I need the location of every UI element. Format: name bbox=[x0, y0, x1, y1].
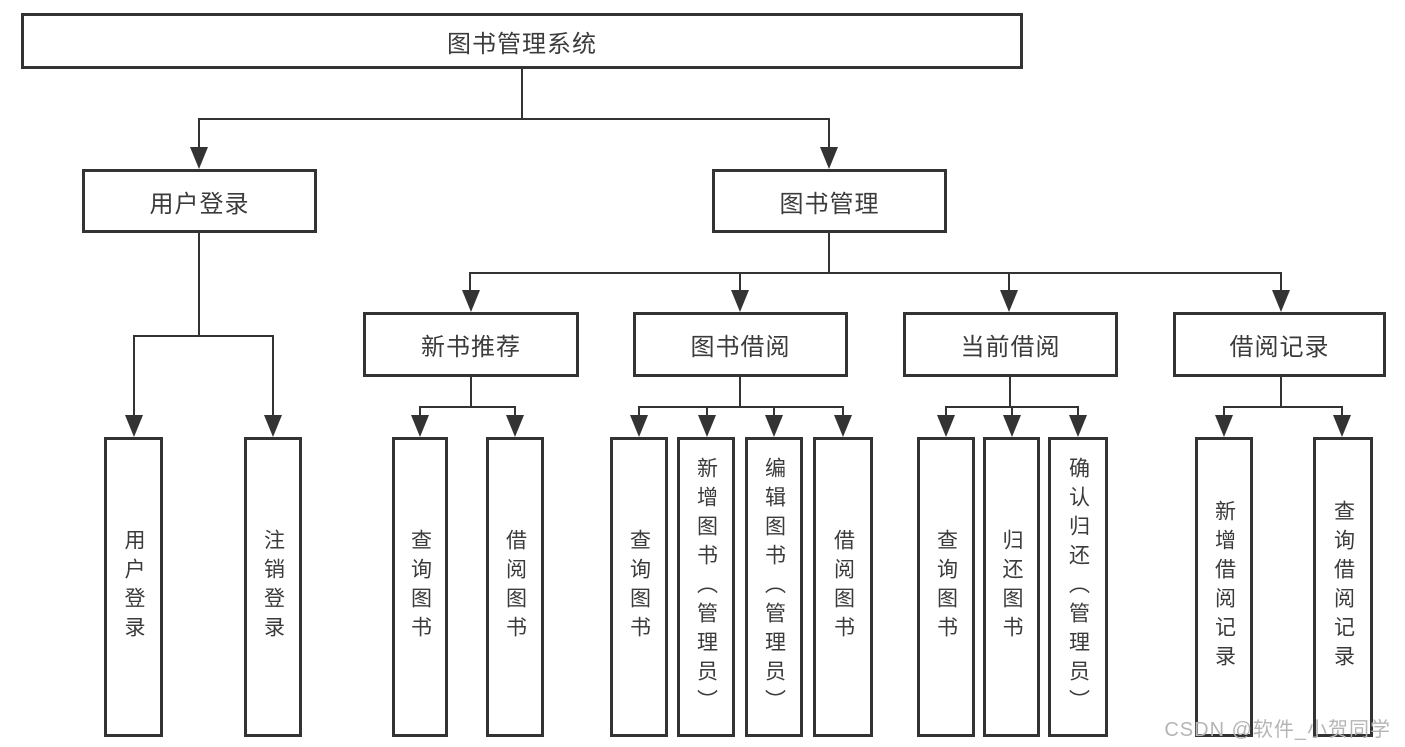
arrow-down-icon bbox=[765, 415, 783, 437]
connector-line bbox=[1280, 272, 1282, 291]
arrow-down-icon bbox=[834, 415, 852, 437]
node-label: 借阅记录 bbox=[1229, 334, 1330, 361]
connector-line bbox=[470, 377, 472, 407]
node-leaf-query-books-current: 查询图书 bbox=[917, 437, 975, 737]
arrow-down-icon bbox=[820, 147, 838, 169]
node-leaf-logout: 注销登录 bbox=[244, 437, 302, 737]
node-leaf-user-login: 用户登录 bbox=[104, 437, 163, 737]
node-label: 查询借阅记录 bbox=[1331, 500, 1355, 674]
arrow-down-icon bbox=[190, 147, 208, 169]
connector-line bbox=[1009, 377, 1011, 407]
arrow-down-icon bbox=[937, 415, 955, 437]
connector-line bbox=[521, 69, 523, 119]
connector-line bbox=[419, 406, 421, 417]
arrow-down-icon bbox=[731, 290, 749, 312]
connector-line bbox=[272, 335, 274, 416]
node-label: 用户登录 bbox=[149, 190, 250, 218]
connector-line bbox=[945, 406, 947, 417]
connector-line bbox=[739, 377, 741, 407]
node-leaf-borrow-books-recommend: 借阅图书 bbox=[486, 437, 544, 737]
node-leaf-edit-books-admin: 编辑图书（管理员） bbox=[745, 437, 803, 737]
node-borrowing-records: 借阅记录 bbox=[1173, 312, 1386, 377]
node-user-login: 用户登录 bbox=[82, 169, 317, 233]
connector-line bbox=[1008, 272, 1010, 291]
csdn-watermark: CSDN @软件_小贺同学 bbox=[1164, 719, 1391, 741]
node-leaf-confirm-return-admin: 确认归还（管理员） bbox=[1048, 437, 1108, 737]
connector-line bbox=[706, 406, 708, 417]
node-book-management: 图书管理 bbox=[712, 169, 947, 233]
node-label: 确认归还（管理员） bbox=[1066, 456, 1090, 718]
node-label: 查询图书 bbox=[934, 529, 958, 645]
arrow-down-icon bbox=[1069, 415, 1087, 437]
node-leaf-return-books: 归还图书 bbox=[983, 437, 1040, 737]
connector-line bbox=[1341, 406, 1343, 417]
node-label: 借阅图书 bbox=[503, 529, 527, 645]
node-label: 新增图书（管理员） bbox=[694, 456, 718, 718]
node-leaf-add-books-admin: 新增图书（管理员） bbox=[677, 437, 735, 737]
arrow-down-icon bbox=[411, 415, 429, 437]
connector-line bbox=[419, 406, 516, 408]
connector-line bbox=[469, 272, 1282, 274]
connector-line bbox=[133, 335, 274, 337]
connector-line bbox=[198, 118, 830, 120]
node-label: 注销登录 bbox=[261, 529, 285, 645]
node-label: 图书借阅 bbox=[690, 334, 791, 361]
connector-line bbox=[842, 406, 844, 417]
node-leaf-borrow-books: 借阅图书 bbox=[813, 437, 873, 737]
arrow-down-icon bbox=[506, 415, 524, 437]
connector-line bbox=[828, 233, 830, 274]
node-label: 查询图书 bbox=[408, 529, 432, 645]
connector-line bbox=[198, 233, 200, 337]
connector-line bbox=[133, 335, 135, 416]
node-current-borrowing: 当前借阅 bbox=[903, 312, 1118, 377]
connector-line bbox=[1077, 406, 1079, 417]
node-label: 借阅图书 bbox=[831, 529, 855, 645]
node-label: 用户登录 bbox=[122, 529, 145, 645]
connector-line bbox=[469, 272, 471, 291]
connector-line bbox=[514, 406, 516, 417]
node-library-management-system: 图书管理系统 bbox=[21, 13, 1023, 69]
arrow-down-icon bbox=[1333, 415, 1351, 437]
node-label: 图书管理 bbox=[779, 190, 880, 218]
arrow-down-icon bbox=[698, 415, 716, 437]
arrow-down-icon bbox=[264, 415, 282, 437]
node-label: 查询图书 bbox=[627, 529, 651, 645]
connector-line bbox=[1223, 406, 1343, 408]
node-label: 新书推荐 bbox=[421, 334, 521, 361]
connector-line bbox=[638, 406, 640, 417]
node-leaf-query-borrow-record: 查询借阅记录 bbox=[1313, 437, 1373, 737]
connector-line bbox=[1011, 406, 1013, 417]
connector-line bbox=[773, 406, 775, 417]
arrow-down-icon bbox=[125, 415, 143, 437]
arrow-down-icon bbox=[1000, 290, 1018, 312]
connector-line bbox=[828, 118, 830, 148]
arrow-down-icon bbox=[630, 415, 648, 437]
arrow-down-icon bbox=[1003, 415, 1021, 437]
arrow-down-icon bbox=[462, 290, 480, 312]
node-leaf-query-books-recommend: 查询图书 bbox=[392, 437, 448, 737]
node-label: 当前借阅 bbox=[960, 334, 1061, 361]
arrow-down-icon bbox=[1215, 415, 1233, 437]
connector-line bbox=[638, 406, 844, 408]
connector-line bbox=[1280, 377, 1282, 407]
node-label: 编辑图书（管理员） bbox=[762, 456, 786, 718]
connector-line bbox=[1223, 406, 1225, 417]
connector-line bbox=[739, 272, 741, 291]
node-label: 归还图书 bbox=[1000, 529, 1023, 645]
node-new-book-recommend: 新书推荐 bbox=[363, 312, 579, 377]
node-book-borrowing: 图书借阅 bbox=[633, 312, 848, 377]
node-leaf-add-borrow-record: 新增借阅记录 bbox=[1195, 437, 1253, 737]
connector-line bbox=[198, 118, 200, 148]
node-label: 新增借阅记录 bbox=[1212, 500, 1236, 674]
node-label: 图书管理系统 bbox=[447, 30, 597, 58]
node-leaf-query-books-borrow: 查询图书 bbox=[610, 437, 668, 737]
arrow-down-icon bbox=[1272, 290, 1290, 312]
